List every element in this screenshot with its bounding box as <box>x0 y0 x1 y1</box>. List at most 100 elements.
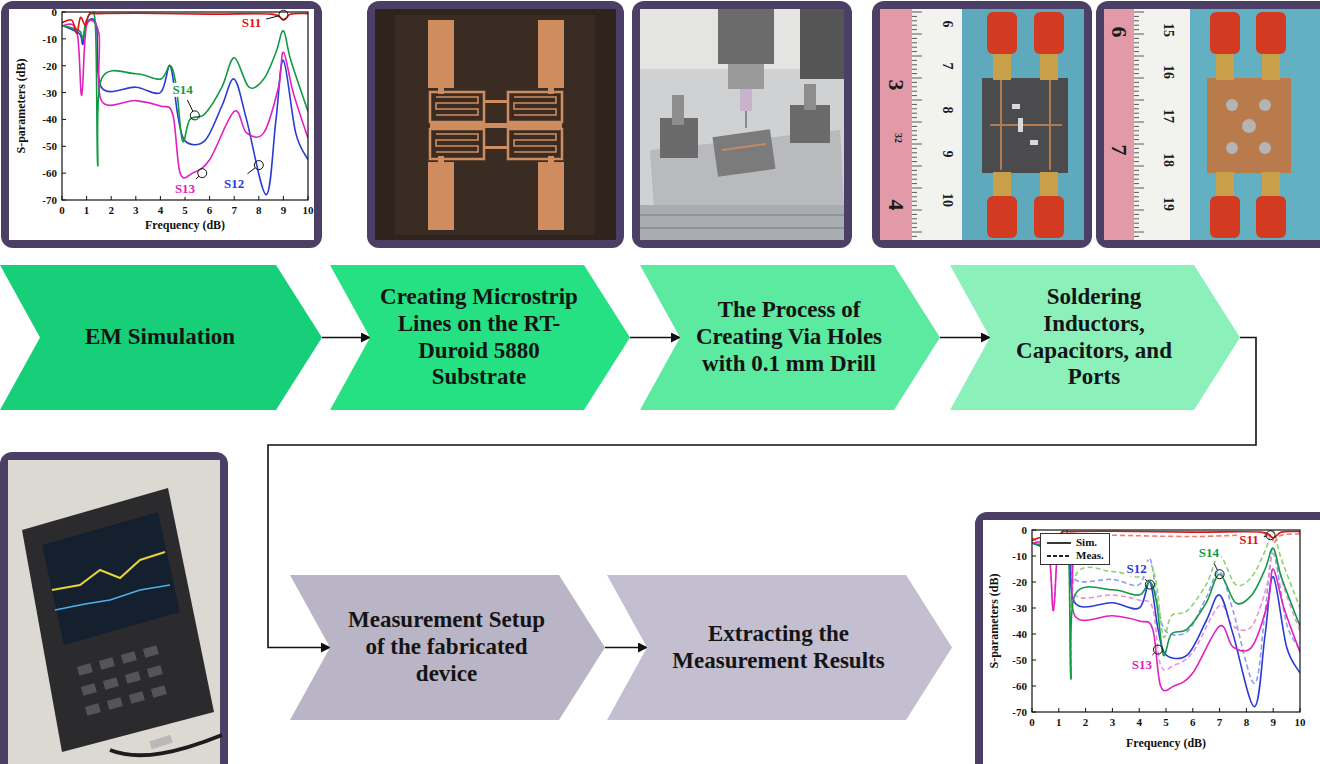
tick-mark <box>62 12 66 13</box>
ruler-tick <box>1134 139 1139 140</box>
chevron-fill <box>607 575 952 720</box>
tick-label: 4 <box>1136 716 1142 728</box>
network-analyzer-photo-part <box>77 645 167 716</box>
ruler-tick <box>1134 201 1139 202</box>
node-text-box: The Process of Creating Via Holes with 0… <box>688 271 890 404</box>
drill-photo-part <box>640 205 844 240</box>
tick-label: -20 <box>42 60 57 72</box>
tick-mark <box>160 196 161 200</box>
soldered-board-photo-part <box>987 196 1017 238</box>
soldered-board-photo-part <box>1030 140 1038 145</box>
ruler-tick <box>1134 192 1139 193</box>
ruler-tick <box>912 232 922 233</box>
ruler-tick <box>1134 16 1139 17</box>
soldered-board-photo-part <box>1259 99 1271 111</box>
process-chevron: Soldering Inductors, Capacitors, and Por… <box>950 265 1240 410</box>
network-analyzer-photo-part-part <box>121 651 137 664</box>
tick-mark <box>283 196 284 200</box>
ruler-tick <box>1134 223 1139 224</box>
ruler-number: 4 <box>884 200 908 211</box>
ruler-number: 8 <box>939 107 954 114</box>
ruler-tick <box>1134 20 1139 21</box>
tick-mark <box>234 196 235 200</box>
tick-mark <box>1032 556 1036 557</box>
soldered-board-photo-part <box>1216 50 1234 80</box>
step-text: Creating Microstrip Lines on the RT- Dur… <box>378 284 580 392</box>
pcb-photo-part-part <box>430 129 484 159</box>
tick-label: 2 <box>1083 716 1089 728</box>
plot-axes <box>62 11 308 200</box>
ruler-tick <box>1134 210 1144 211</box>
ruler-tick <box>1134 56 1144 57</box>
ruler-tick <box>1134 91 1139 92</box>
curve-label: S14 <box>170 83 194 97</box>
pcb-photo-part <box>484 100 508 103</box>
ruler-tick <box>912 64 917 65</box>
callout-circle <box>1153 645 1162 654</box>
tick-mark <box>1192 708 1193 712</box>
callout-circle <box>1266 531 1275 540</box>
tick-label: 9 <box>281 204 287 216</box>
ruler-tick <box>912 196 917 197</box>
legend-text: Sim. <box>1076 536 1097 549</box>
node-text-box: EM Simulation <box>48 271 272 404</box>
tick-label: -50 <box>1012 654 1027 666</box>
network-analyzer-photo-part-part <box>103 677 119 690</box>
network-analyzer-photo-part <box>55 585 170 610</box>
ruler-tick <box>1134 174 1139 175</box>
ruler-tick <box>1134 82 1139 83</box>
drill-photo-part <box>745 111 747 128</box>
ruler-tick <box>912 51 917 52</box>
ruler-tick <box>1134 196 1139 197</box>
ruler-tick <box>1134 38 1139 39</box>
ruler-number: 18 <box>1160 153 1175 167</box>
ruler-number: 32 <box>893 133 904 143</box>
ruler-tick <box>1134 42 1139 43</box>
ruler-tick <box>1134 47 1139 48</box>
curve-label: S11 <box>240 16 264 30</box>
ruler-tick <box>912 130 917 131</box>
curve-label: S11 <box>1237 533 1261 547</box>
tick-label: 9 <box>1270 716 1276 728</box>
network-analyzer-photo-part-part <box>125 671 141 684</box>
drill-photo <box>640 9 844 240</box>
ruler-tick <box>912 47 917 48</box>
ruler-number: 7 <box>1107 145 1131 156</box>
ruler-tick <box>1134 34 1144 35</box>
ruler-tick <box>1134 60 1139 61</box>
ruler-tick <box>1134 12 1144 13</box>
curve-label: S14 <box>1197 546 1221 560</box>
ruler-number: 6 <box>1107 27 1131 38</box>
tick-mark <box>135 196 136 200</box>
drill-photo-part <box>790 105 830 143</box>
node-text-box: Measurement Setup of the fabricated devi… <box>338 581 555 714</box>
leader-line <box>187 100 192 111</box>
curve-label: S13 <box>173 182 197 196</box>
ruler-tick <box>1134 113 1139 114</box>
legend-line <box>1047 542 1071 544</box>
ruler-tick <box>912 29 917 30</box>
ruler-tick <box>1134 29 1139 30</box>
ruler-tick <box>912 122 922 123</box>
drill-photo-part <box>672 95 684 125</box>
drill-photo-part <box>728 64 764 89</box>
soldered-board-photo-part <box>1034 12 1064 54</box>
pcb-photo-part <box>430 92 562 159</box>
pcb-photo-part-part <box>514 134 556 152</box>
pcb-photo-part <box>430 123 562 128</box>
tick-label: -60 <box>42 167 57 179</box>
flow-connector <box>322 337 370 339</box>
tick-mark <box>1166 708 1167 712</box>
flow-connector <box>630 337 680 339</box>
pcb-photo <box>375 9 616 240</box>
panel-frame-part <box>1096 1 1320 248</box>
ruler-tick <box>1134 126 1139 127</box>
ruler-tick <box>912 16 917 17</box>
tick-mark <box>1112 708 1113 712</box>
legend-sample <box>1046 538 1072 548</box>
ruler-tick <box>912 42 917 43</box>
tick-mark <box>1032 686 1036 687</box>
ruler-tick <box>912 25 917 26</box>
ruler-tick <box>1134 104 1139 105</box>
